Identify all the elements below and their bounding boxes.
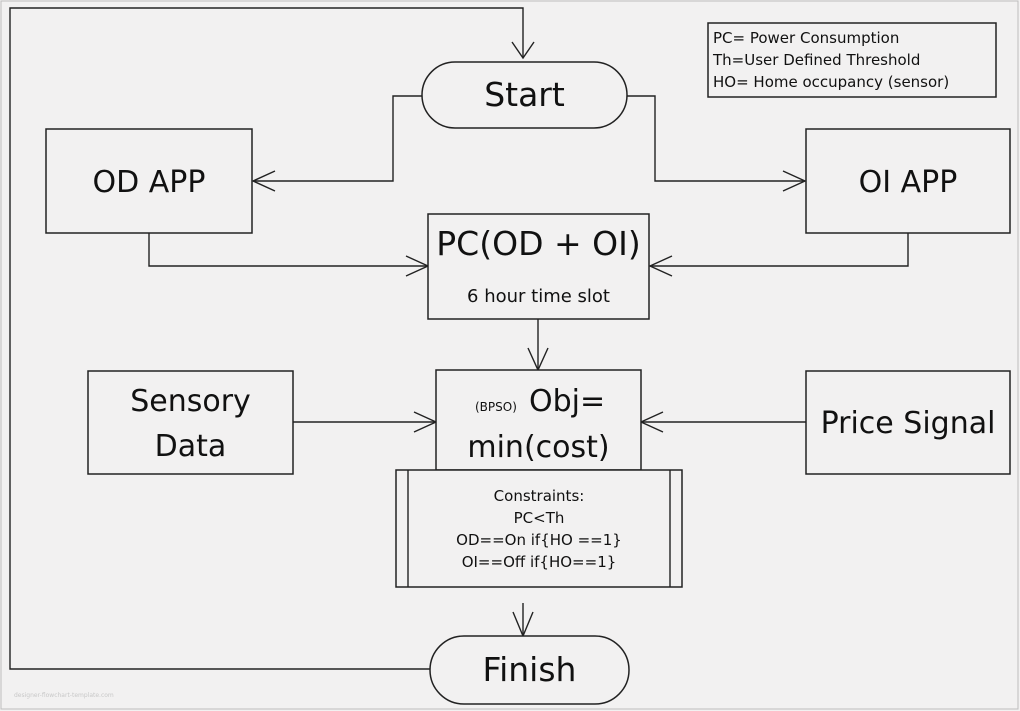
watermark-text: designer-flowchart-template.com — [14, 692, 114, 699]
constraints-node: Constraints: PC<Th OD==On if{HO ==1} OI=… — [395, 469, 683, 588]
legend-box: PC= Power Consumption Th=User Defined Th… — [707, 22, 997, 98]
legend-line-ho: HO= Home occupancy (sensor) — [713, 73, 949, 91]
objective-node: (BPSO) Obj= min(cost) — [435, 369, 642, 471]
arrowhead-into-start — [511, 41, 535, 60]
price-signal-label: Price Signal — [821, 406, 996, 441]
start-to-oi-connector — [627, 95, 805, 182]
sensory-label-line2: Data — [155, 429, 227, 464]
obj-line1: Obj= — [529, 384, 605, 419]
pc-subtitle: 6 hour time slot — [467, 286, 610, 307]
od-app-node: OD APP — [45, 128, 253, 234]
finish-label: Finish — [483, 650, 577, 689]
arrowhead-into-od — [251, 170, 276, 192]
oi-app-node: OI APP — [805, 128, 1011, 234]
oi-app-label: OI APP — [859, 165, 958, 200]
price-signal-node: Price Signal — [805, 370, 1011, 475]
obj-prefix: (BPSO) — [475, 400, 517, 414]
start-node: Start — [421, 61, 628, 129]
constraint-oi: OI==Off if{HO==1} — [462, 553, 617, 571]
sensory-label-line1: Sensory — [130, 384, 251, 419]
start-label: Start — [484, 75, 565, 114]
arrowhead-into-oi — [782, 170, 807, 192]
oi-to-pc-connector — [650, 233, 909, 267]
sensory-data-node: Sensory Data — [87, 370, 294, 475]
od-app-label: OD APP — [93, 165, 206, 200]
finish-node: Finish — [429, 635, 630, 705]
loop-connector — [9, 7, 524, 670]
constraints-title: Constraints: — [494, 487, 585, 505]
arrowhead-oi-into-pc — [648, 255, 673, 277]
constraint-pc: PC<Th — [514, 509, 565, 527]
pc-node: PC(OD + OI) 6 hour time slot — [427, 213, 650, 320]
legend-line-pc: PC= Power Consumption — [713, 29, 899, 47]
legend-line-th: Th=User Defined Threshold — [712, 51, 920, 69]
pc-title: PC(OD + OI) — [436, 224, 640, 263]
constraint-od: OD==On if{HO ==1} — [456, 531, 622, 549]
start-to-od-connector — [253, 95, 422, 182]
od-to-pc-connector — [148, 233, 428, 267]
obj-line2: min(cost) — [467, 430, 609, 465]
